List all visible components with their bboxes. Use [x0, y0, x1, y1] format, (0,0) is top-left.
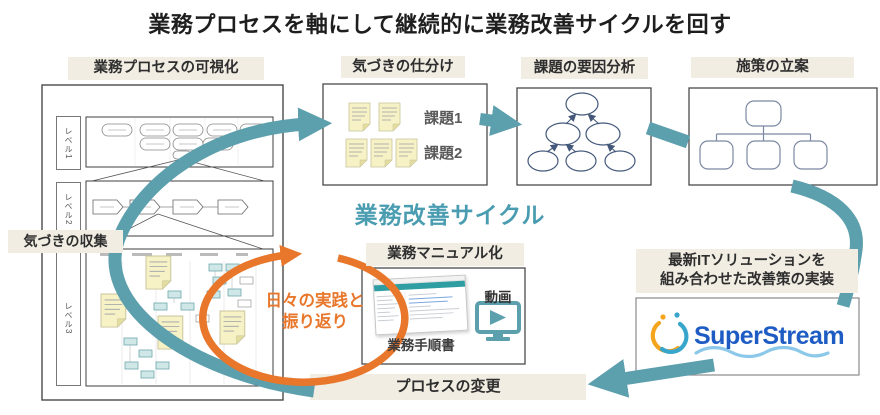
implementation-label: 最新ITソリューションを 組み合わせた改善策の実装 — [636, 249, 858, 293]
issue-2-label: 課題2 — [424, 145, 463, 162]
daily-practice-label: 日々の実践と 振り返り — [235, 291, 395, 333]
video-monitor-icon — [475, 301, 521, 341]
manual-header: 業務マニュアル化 — [366, 243, 524, 266]
level-3-label: レベル3 — [56, 251, 81, 386]
superstream-wordmark: SuperStream — [694, 322, 845, 350]
daily-practice-line2: 振り返り — [282, 313, 348, 331]
cycle-arrow-collection-to-sorting — [108, 107, 333, 398]
arrow-analysis-to-planning — [645, 121, 691, 149]
level-2-label: レベル2 — [56, 182, 81, 237]
level-1-label: レベル1 — [56, 116, 81, 170]
superstream-logo-icon — [650, 312, 689, 354]
issue-1-label: 課題1 — [424, 110, 463, 127]
daily-cycle-arrow — [199, 244, 409, 386]
superstream-panel — [635, 297, 860, 376]
arrow-implementation-to-process-change — [587, 358, 715, 398]
cycle-title: 業務改善サイクル — [354, 202, 546, 228]
document-label: 業務手順書 — [387, 338, 455, 353]
manual-screenshot — [372, 274, 469, 336]
arrow-planning-to-implementation — [790, 179, 863, 308]
planning-panel — [688, 87, 878, 186]
implementation-line1: 最新ITソリューションを — [668, 253, 826, 269]
page-title: 業務プロセスを軸にして継続的に業務改善サイクルを回す — [148, 12, 732, 37]
collection-label: 気づきの収集 — [8, 230, 123, 253]
planning-header: 施策の立案 — [691, 57, 854, 78]
process-map-panel — [41, 84, 284, 401]
arrow-sorting-to-analysis — [479, 105, 523, 136]
superstream-wave — [694, 345, 830, 359]
sorting-panel — [322, 83, 488, 186]
cause-analysis-panel — [516, 87, 652, 186]
implementation-line2: 組み合わせた改善策の実装 — [660, 272, 834, 288]
visualization-header: 業務プロセスの可視化 — [68, 57, 264, 80]
video-label: 動画 — [484, 290, 512, 305]
daily-practice-line1: 日々の実践と — [265, 292, 365, 310]
analysis-header: 課題の要因分析 — [521, 57, 648, 79]
manual-panel — [361, 267, 526, 365]
sorting-header: 気づきの仕分け — [341, 56, 465, 78]
process-change-label: プロセスの変更 — [310, 374, 586, 400]
